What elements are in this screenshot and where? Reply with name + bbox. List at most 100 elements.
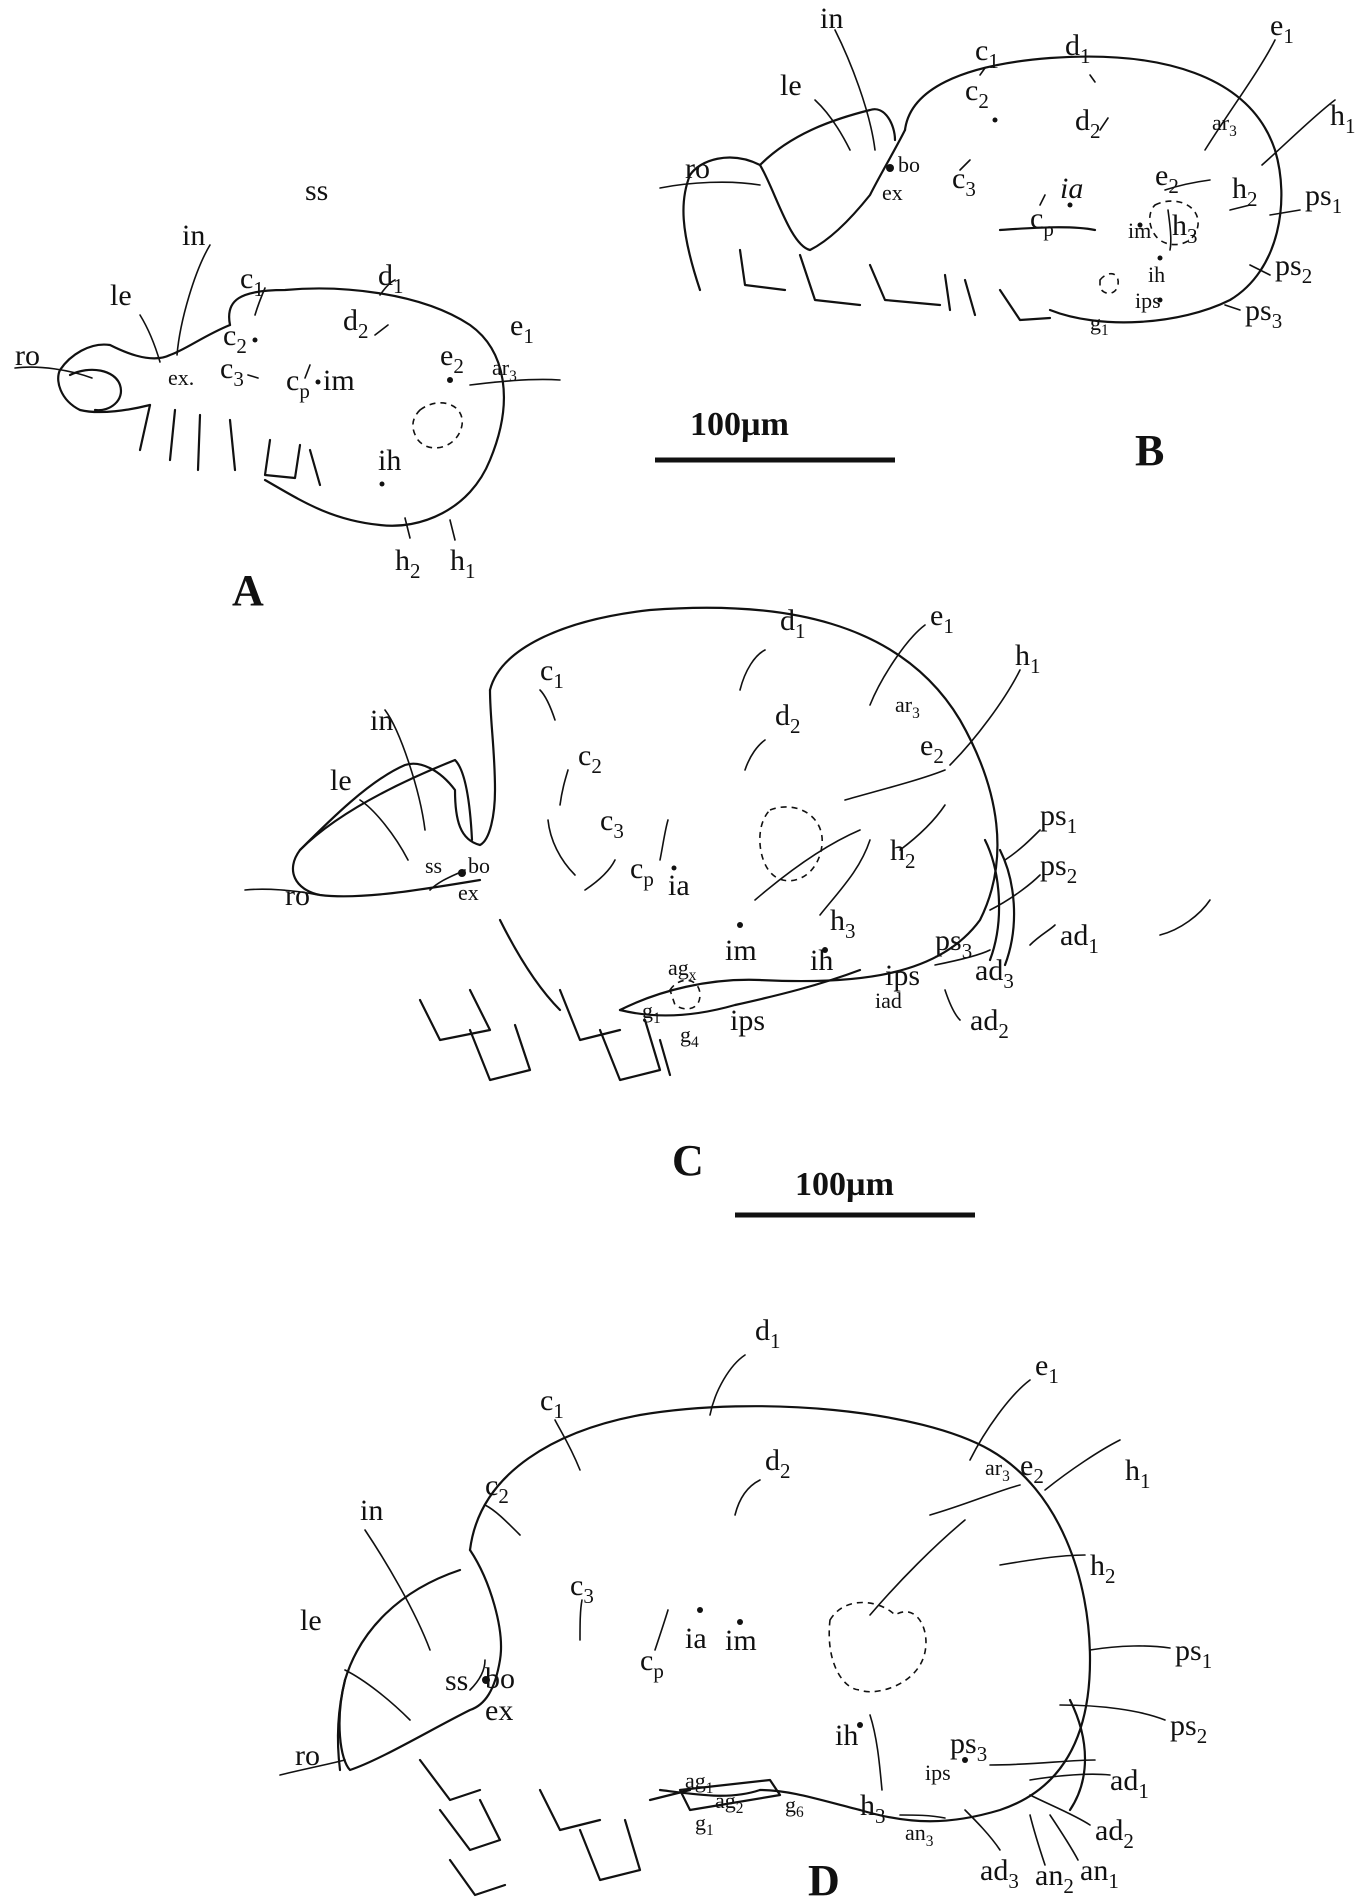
panel-b-label-d2-index: 2 xyxy=(1090,119,1101,143)
panel-a-label-ex: ex. xyxy=(168,365,194,390)
panel-b-seta-h3 xyxy=(1167,209,1172,251)
panel-d-label-in: in xyxy=(360,1494,383,1527)
panel-d-label-ag1-base: ag xyxy=(685,1768,706,1793)
panel-a-label-e2-base: e xyxy=(440,339,453,372)
panel-a-label-cp-base: c xyxy=(286,364,299,397)
panel-c-dashed-oval xyxy=(759,806,823,882)
panel-c-seta-ad1 xyxy=(1029,924,1056,946)
panel-b-seta-h1 xyxy=(1261,99,1336,166)
scale-bar-lower: 100µm xyxy=(735,1166,975,1218)
panel-d-seta-h1 xyxy=(1044,1439,1121,1491)
panel-b-seta-ro xyxy=(659,181,761,189)
panel-a-label-le: le xyxy=(110,279,132,312)
panel-c-label-ro: ro xyxy=(285,879,310,912)
panel-d-label-e2-index: 2 xyxy=(1033,1464,1044,1488)
panel-c-genital-plate xyxy=(669,979,701,1010)
panel-d-posterior-flap xyxy=(1068,1698,1086,1812)
panel-c-label-cp-index: p xyxy=(643,867,654,891)
panel-b-prodorsum-outline xyxy=(682,128,907,292)
panel-a-label-d1-index: 1 xyxy=(393,274,404,298)
panel-a-label-ar3-base: ar xyxy=(492,355,510,380)
panel-b-label-d1-index: 1 xyxy=(1080,44,1091,68)
panel-b-label-d2-base: d xyxy=(1075,104,1090,137)
panel-c-label-g4: g4 xyxy=(680,1022,699,1051)
panel-c-label-ia: ia xyxy=(668,869,690,902)
panel-b-label-h3-base: h xyxy=(1172,209,1187,242)
panel-a-letter: A xyxy=(232,566,264,615)
panel-b-seta-le xyxy=(814,99,851,151)
panel-a-seta-le xyxy=(139,314,161,363)
panel-b-label-h1: h1 xyxy=(1330,99,1356,138)
panel-d-label-ps3-base: ps xyxy=(950,1727,977,1760)
panel-b-label-c1: c1 xyxy=(975,34,999,73)
panel-a-label-e1: e1 xyxy=(510,309,534,348)
panel-c-label-d2-base: d xyxy=(775,699,790,732)
panel-d-label-ad3: ad3 xyxy=(980,1854,1019,1893)
panel-a-seta-d1 xyxy=(379,279,396,296)
panel-c-seta-ih-base xyxy=(822,947,828,953)
panel-b-seta-c1 xyxy=(979,67,986,76)
panel-c-label-ps2-index: 2 xyxy=(1067,864,1078,888)
panel-a-label-cp: cp xyxy=(286,364,310,403)
panel-c-label-d1-base: d xyxy=(780,604,795,637)
panel-c-seta-c2 xyxy=(559,769,569,806)
panel-a-label-e2: e2 xyxy=(440,339,464,378)
panel-a-label-e1-base: e xyxy=(510,309,523,342)
panel-a-seta-c3 xyxy=(247,374,259,379)
panel-b-label-c2-base: c xyxy=(965,74,978,107)
panel-d-seta-d1 xyxy=(709,1354,746,1416)
panel-d-seta-ps3 xyxy=(989,1759,1096,1766)
panel-d-label-ag2: ag2 xyxy=(715,1788,743,1817)
panel-c-seta-ia-base xyxy=(671,865,677,871)
panel-c-prodorsum-outline xyxy=(291,688,497,898)
panel-b-label-c1-index: 1 xyxy=(988,49,999,73)
panel-d-seta-c3 xyxy=(579,1599,583,1641)
panel-b-label-c3-index: 3 xyxy=(965,177,976,201)
panel-d-seta-e2 xyxy=(929,1484,1021,1516)
panel-a-label-ar3-index: 3 xyxy=(509,368,517,385)
panel-a-seta-h1 xyxy=(449,519,456,541)
panel-c-label-c3: c3 xyxy=(600,804,624,843)
panel-d-seta-ss xyxy=(469,1659,486,1691)
panel-d-label-ad3-index: 3 xyxy=(1008,1869,1019,1893)
panel-c-label-ps2: ps2 xyxy=(1040,849,1077,888)
panel-b-seta-d1 xyxy=(1089,74,1096,83)
panel-b-label-ps2-index: 2 xyxy=(1302,264,1313,288)
panel-d-label-c1: c1 xyxy=(540,1384,564,1423)
panel-d-label-ag1-index: 1 xyxy=(706,1780,714,1797)
panel-c-label-g1: g1 xyxy=(642,998,661,1027)
panel-b-seta-e2 xyxy=(1164,179,1211,191)
panel-c-label-g4-base: g xyxy=(680,1022,691,1047)
panel-b-seta-h2 xyxy=(1229,204,1251,211)
panel-d-seta-in xyxy=(364,1529,431,1651)
panel-c-label-ad2: ad2 xyxy=(970,1004,1009,1043)
panel-b-label-c2-index: 2 xyxy=(978,89,989,113)
panel-d-label-cp-index: p xyxy=(653,1659,664,1683)
panel-b: in le ro bo ex c1 c2 c3 cp ia d1 d2 e1 e… xyxy=(659,2,1356,475)
panel-d-label-le: le xyxy=(300,1604,322,1637)
panel-b-label-c3: c3 xyxy=(952,162,976,201)
panel-b-label-d2: d2 xyxy=(1075,104,1101,143)
panel-c-seta-h3 xyxy=(819,839,871,916)
panel-c-label-ad3: ad3 xyxy=(975,954,1014,993)
panel-b-seta-ih-base xyxy=(1157,255,1163,261)
panel-b-label-ps2-base: ps xyxy=(1275,249,1302,282)
panel-b-label-g1-index: 1 xyxy=(1101,322,1109,339)
panel-b-label-c1-base: c xyxy=(975,34,988,67)
panel-c-label-ps3: ps3 xyxy=(935,924,972,963)
panel-c-label-d2-index: 2 xyxy=(790,714,801,738)
panel-a-label-ih: ih xyxy=(378,444,401,477)
panel-b-seta-e1 xyxy=(1204,39,1276,151)
panel-b-label-e1: e1 xyxy=(1270,9,1294,48)
panel-a-label-h2-base: h xyxy=(395,544,410,577)
panel-c-label-im: im xyxy=(725,934,757,967)
panel-c-seta-h2 xyxy=(899,804,946,851)
panel-c-seta-e2 xyxy=(844,769,946,801)
panel-b-seta-cp xyxy=(1039,194,1046,206)
panel-c-label-ps1: ps1 xyxy=(1040,799,1077,838)
panel-c-label-ps3-index: 3 xyxy=(962,939,973,963)
panel-c-label-h1-base: h xyxy=(1015,639,1030,672)
panel-d-seta-ad1 xyxy=(1029,1773,1111,1781)
panel-c-label-ad2-index: 2 xyxy=(998,1019,1009,1043)
panel-b-seta-bo-base xyxy=(886,164,894,172)
